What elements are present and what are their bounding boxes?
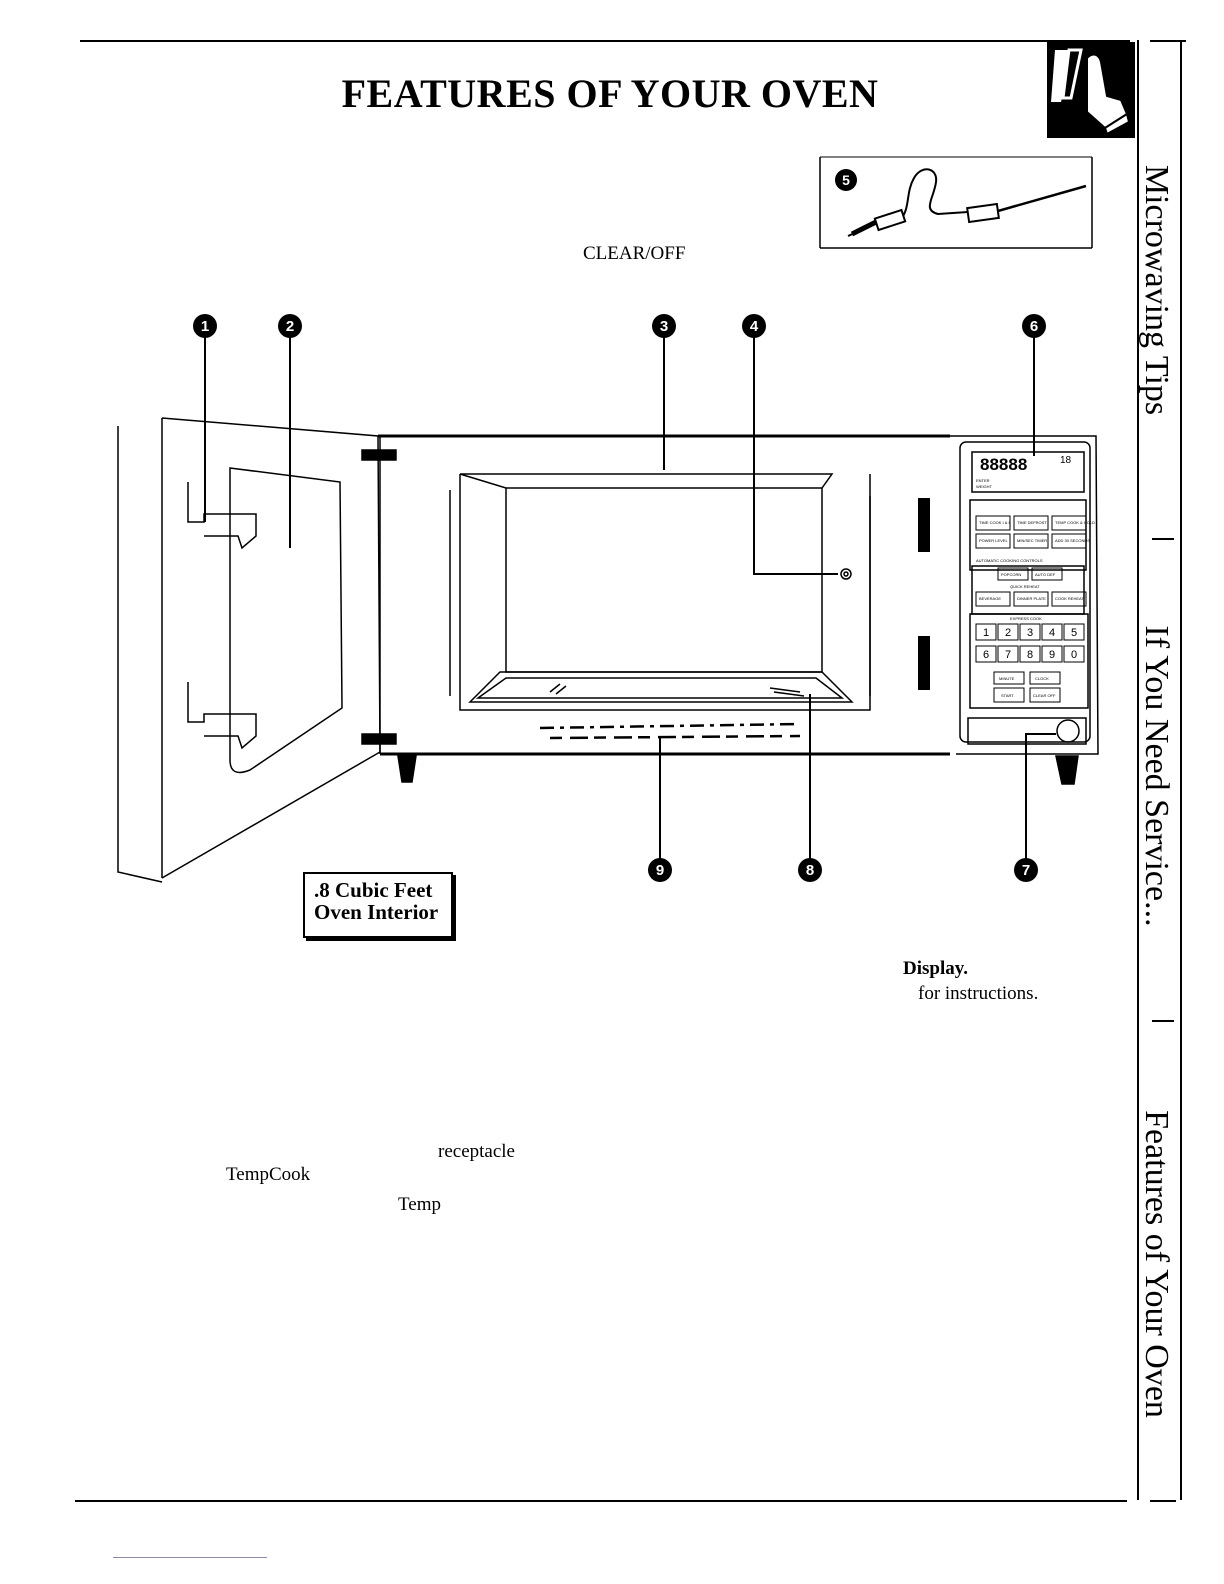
display-label-row-1: ENTER: [976, 478, 990, 483]
side-tab-separator: [1152, 538, 1174, 540]
temp-text: Temp: [398, 1194, 441, 1215]
number-key-8-frame[interactable]: [1019, 645, 1041, 663]
add-30-seconds-button[interactable]: ADD 30 SECONDS: [1055, 538, 1090, 543]
callout-1-circle: [193, 314, 217, 338]
minute-button[interactable]: MINUTE: [999, 676, 1015, 681]
min-sec-timer-button[interactable]: MIN/SEC TIMER: [1017, 538, 1047, 543]
callout-2-label: 2: [286, 318, 294, 335]
express-key-2[interactable]: 2: [1005, 627, 1011, 639]
auto-defrost-button[interactable]: AUTO DEF: [1035, 572, 1056, 577]
express-key-5-frame[interactable]: [1063, 623, 1085, 641]
display-heading: Display.: [903, 958, 968, 979]
number-key-0-frame[interactable]: [1063, 645, 1085, 663]
side-divider-right: [1180, 40, 1182, 1500]
power-level-button[interactable]: POWER LEVEL: [979, 538, 1008, 543]
callout-6-label: 6: [1030, 318, 1038, 335]
side-divider-left: [1137, 40, 1139, 1500]
time-cook-button[interactable]: TIME COOK I & II: [979, 520, 1011, 525]
capacity-line-2: Oven Interior: [314, 900, 439, 924]
express-key-4[interactable]: 4: [1049, 627, 1055, 639]
capacity-line-1: .8 Cubic Feet: [314, 878, 433, 902]
side-tab-separator: [1152, 1020, 1174, 1022]
oven-illustration: 88888 18 ENTER WEIGHT TIME COOK I & II T…: [117, 314, 1099, 883]
number-key-7-frame[interactable]: [997, 645, 1019, 663]
callout-7-label: 7: [1022, 862, 1030, 879]
callout-5-label: 5: [842, 172, 850, 188]
callout-9-circle: [648, 858, 672, 882]
number-key-7[interactable]: 7: [1005, 649, 1011, 661]
express-key-3[interactable]: 3: [1027, 627, 1033, 639]
express-key-4-frame[interactable]: [1041, 623, 1063, 641]
number-key-6[interactable]: 6: [983, 649, 989, 661]
callout-6-circle: [1022, 314, 1046, 338]
display-label-row-2: WEIGHT: [976, 484, 993, 489]
express-key-2-frame[interactable]: [997, 623, 1019, 641]
pointing-hand-icon: [1047, 42, 1135, 138]
callout-1-label: 1: [201, 318, 209, 335]
callout-8-label: 8: [806, 862, 814, 879]
quick-reheat-label: QUICK REHEAT: [1010, 584, 1040, 589]
footer-link-underline: [113, 1557, 267, 1558]
callout-4-label: 4: [750, 318, 759, 335]
bottom-rule-right: [1150, 1500, 1176, 1502]
for-instructions-text: for instructions.: [918, 983, 1039, 1004]
start-button[interactable]: START: [1001, 693, 1014, 698]
temp-cook-button[interactable]: TEMP COOK & HOLD: [1055, 520, 1095, 525]
clear-off-text: CLEAR/OFF: [583, 243, 686, 264]
express-cook-label: EXPRESS COOK: [1010, 616, 1042, 621]
callout-3-circle: [652, 314, 676, 338]
capacity-label-box: .8 Cubic Feet Oven Interior: [303, 872, 453, 938]
receptacle-text: receptacle: [438, 1141, 515, 1162]
number-key-9[interactable]: 9: [1049, 649, 1055, 661]
top-rule: [80, 40, 1130, 42]
side-tab-features[interactable]: Features of Your Oven: [1138, 1110, 1175, 1418]
clear-off-button[interactable]: CLEAR OFF: [1033, 693, 1056, 698]
temp-cook-text: TempCook: [226, 1164, 311, 1185]
side-tab-microwaving-tips[interactable]: Microwaving Tips: [1138, 164, 1175, 416]
page-title: FEATURES OF YOUR OVEN: [341, 71, 879, 116]
beverage-button[interactable]: BEVERAGE: [979, 596, 1001, 601]
clock-button[interactable]: CLOCK: [1035, 676, 1049, 681]
dinner-plate-button[interactable]: DINNER PLATE: [1017, 596, 1046, 601]
display-small-digits: 18: [1060, 455, 1072, 466]
number-key-6-frame[interactable]: [975, 645, 997, 663]
bottom-rule: [75, 1500, 1127, 1502]
temperature-probe-illustration: 5: [818, 156, 1094, 250]
express-key-3-frame[interactable]: [1019, 623, 1041, 641]
callout-3-label: 3: [660, 318, 668, 335]
number-key-9-frame[interactable]: [1041, 645, 1063, 663]
callout-8-circle: [798, 858, 822, 882]
express-key-1-frame[interactable]: [975, 623, 997, 641]
callout-2-circle: [278, 314, 302, 338]
time-defrost-button[interactable]: TIME DEFROST: [1017, 520, 1047, 525]
popcorn-button[interactable]: POPCORN: [1001, 572, 1021, 577]
top-rule-right: [1150, 40, 1186, 42]
side-tab-service[interactable]: If You Need Service...: [1138, 625, 1175, 927]
express-key-5[interactable]: 5: [1071, 627, 1077, 639]
display-digits: 88888: [980, 455, 1027, 474]
express-key-1[interactable]: 1: [983, 627, 989, 639]
number-key-8[interactable]: 8: [1027, 649, 1033, 661]
auto-cooking-label: AUTOMATIC COOKING CONTROLS: [976, 558, 1043, 563]
callout-9-label: 9: [656, 862, 664, 879]
cook-reheat-button[interactable]: COOK REHEAT: [1055, 596, 1084, 601]
callout-4-circle: [742, 314, 766, 338]
callout-7-circle: [1014, 858, 1038, 882]
number-key-0[interactable]: 0: [1071, 649, 1077, 661]
